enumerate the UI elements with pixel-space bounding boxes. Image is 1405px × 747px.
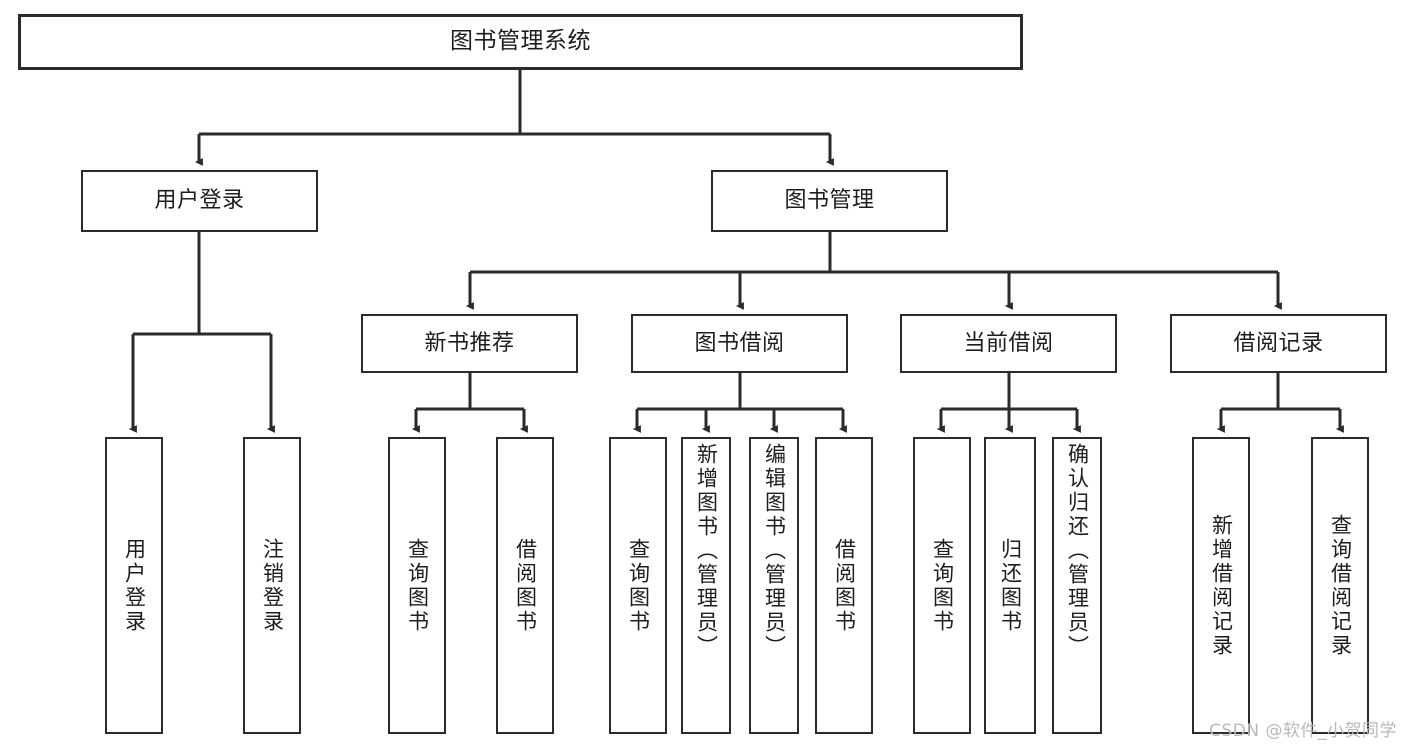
node-label: 图书管理 (784, 188, 875, 214)
leaf-record-query[interactable]: 查询借阅记录 (1311, 437, 1369, 734)
node-label: 查询图书 (626, 537, 651, 634)
node-label: 用户登录 (154, 188, 245, 214)
leaf-record-add[interactable]: 新增借阅记录 (1192, 437, 1250, 734)
node-label: 查询借阅记录 (1328, 513, 1353, 658)
node-new-book-recommend[interactable]: 新书推荐 (361, 314, 578, 373)
node-root-system[interactable]: 图书管理系统 (18, 14, 1023, 70)
node-label: 新增借阅记录 (1209, 513, 1234, 658)
node-label: 新书推荐 (424, 330, 515, 356)
node-label: 编辑图书（管理员） (762, 443, 787, 659)
node-label: 借阅图书 (832, 537, 857, 634)
node-label: 图书借阅 (694, 330, 785, 356)
leaf-current-confirm-return-admin[interactable]: 确认归还（管理员） (1052, 437, 1102, 734)
leaf-borrow-query-book[interactable]: 查询图书 (609, 437, 667, 734)
node-label: 查询图书 (405, 537, 430, 634)
node-label: 借阅记录 (1233, 330, 1324, 356)
node-label: 新增图书（管理员） (694, 443, 719, 659)
watermark: CSDN @软件_小贺同学 (1209, 721, 1397, 741)
node-label: 查询图书 (930, 537, 955, 634)
node-book-management[interactable]: 图书管理 (711, 170, 948, 232)
node-label: 借阅图书 (513, 537, 538, 634)
node-label: 确认归还（管理员） (1065, 443, 1090, 659)
node-borrow-record[interactable]: 借阅记录 (1170, 314, 1387, 373)
leaf-new-book-borrow[interactable]: 借阅图书 (496, 437, 554, 734)
node-label: 归还图书 (998, 537, 1023, 634)
node-user-login[interactable]: 用户登录 (81, 170, 318, 232)
node-label: 图书管理系统 (450, 28, 591, 55)
leaf-current-query-book[interactable]: 查询图书 (913, 437, 971, 734)
node-book-borrow[interactable]: 图书借阅 (631, 314, 848, 373)
node-label: 当前借阅 (963, 330, 1054, 356)
node-current-borrow[interactable]: 当前借阅 (900, 314, 1117, 373)
leaf-user-logout[interactable]: 注销登录 (243, 437, 301, 734)
leaf-borrow-edit-book-admin[interactable]: 编辑图书（管理员） (749, 437, 799, 734)
leaf-new-book-query[interactable]: 查询图书 (388, 437, 446, 734)
leaf-current-return-book[interactable]: 归还图书 (984, 437, 1036, 734)
node-label: 用户登录 (122, 537, 147, 634)
leaf-borrow-borrow-book[interactable]: 借阅图书 (815, 437, 873, 734)
node-label: 注销登录 (260, 537, 285, 634)
leaf-borrow-add-book-admin[interactable]: 新增图书（管理员） (681, 437, 731, 734)
leaf-user-login[interactable]: 用户登录 (105, 437, 163, 734)
